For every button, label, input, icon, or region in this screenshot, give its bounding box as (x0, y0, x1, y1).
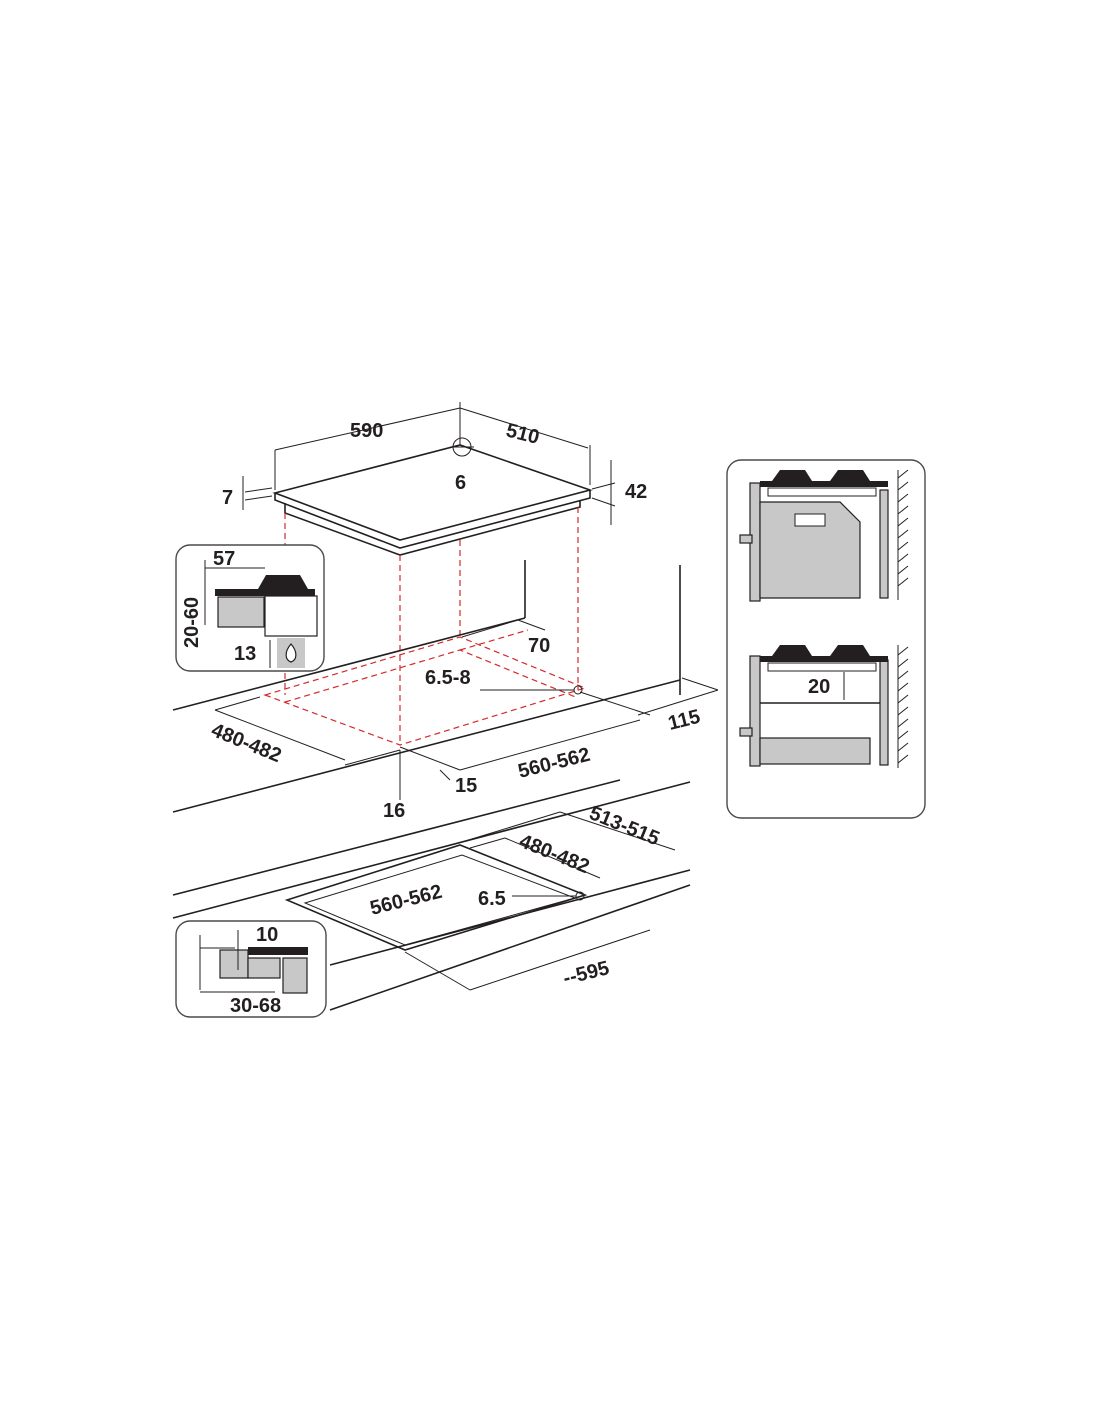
oven-icon (759, 501, 861, 599)
wall-hatch-icon (897, 469, 909, 587)
cutout-outline (263, 629, 587, 746)
screw-hole-2: 6.5 (478, 888, 585, 910)
label-6-5: 6.5 (478, 888, 506, 910)
gas-flame-icon (285, 643, 297, 663)
right-panel: 20 (726, 459, 926, 819)
dim-560-562: 560-562 (399, 719, 641, 783)
countertop-2 (172, 781, 691, 1011)
label-560-562-b: 560-562 (368, 881, 445, 920)
inset-clearance: 57 20-60 13 (175, 544, 325, 672)
label-30-68: 30-68 (230, 995, 281, 1017)
drawer-icon (759, 737, 871, 765)
label-6-5-8: 6.5-8 (425, 667, 471, 689)
label-10: 10 (256, 924, 278, 946)
dim-15-16: 15 16 (344, 749, 477, 822)
inset-flush: 10 30-68 (175, 920, 327, 1018)
dim-70: 70 (461, 619, 550, 657)
label-13: 13 (234, 643, 256, 665)
dim-7: 7 (222, 476, 273, 510)
label-115: 115 (666, 706, 703, 735)
countertop-1 (172, 560, 681, 896)
dim-480-482: 480-482 (208, 696, 346, 767)
label-510: 510 (504, 420, 542, 449)
dim-115: 115 (579, 677, 719, 735)
label-57: 57 (213, 548, 235, 570)
label-590: 590 (350, 420, 383, 442)
label-480-482: 480-482 (208, 719, 284, 767)
dim-590: 590 (274, 402, 461, 490)
oven-config (739, 469, 909, 602)
label-480-482-b: 480-482 (516, 830, 592, 878)
hob-body (272, 444, 593, 556)
label-7: 7 (222, 487, 233, 509)
dim-42: 42 (591, 460, 647, 525)
center-mark: 6 (450, 437, 474, 494)
label-6: 6 (455, 472, 466, 494)
screw-hole-1: 6.5-8 (425, 667, 583, 695)
label-513-515: 513-515 (586, 802, 662, 850)
dim-510: 510 (459, 407, 591, 485)
label-20: 20 (808, 676, 830, 698)
label-70: 70 (528, 635, 550, 657)
dim-513-515: 513-515 (461, 802, 676, 851)
label-560-562: 560-562 (516, 744, 593, 783)
label-595: --595 (561, 957, 612, 990)
dim-480-482-b: 480-482 (469, 830, 601, 879)
burner-icon (772, 470, 812, 481)
label-42: 42 (625, 481, 647, 503)
label-16: 16 (383, 800, 405, 822)
label-20-60: 20-60 (181, 597, 203, 648)
label-15: 15 (455, 775, 477, 797)
drawer-config: 20 (739, 645, 909, 768)
